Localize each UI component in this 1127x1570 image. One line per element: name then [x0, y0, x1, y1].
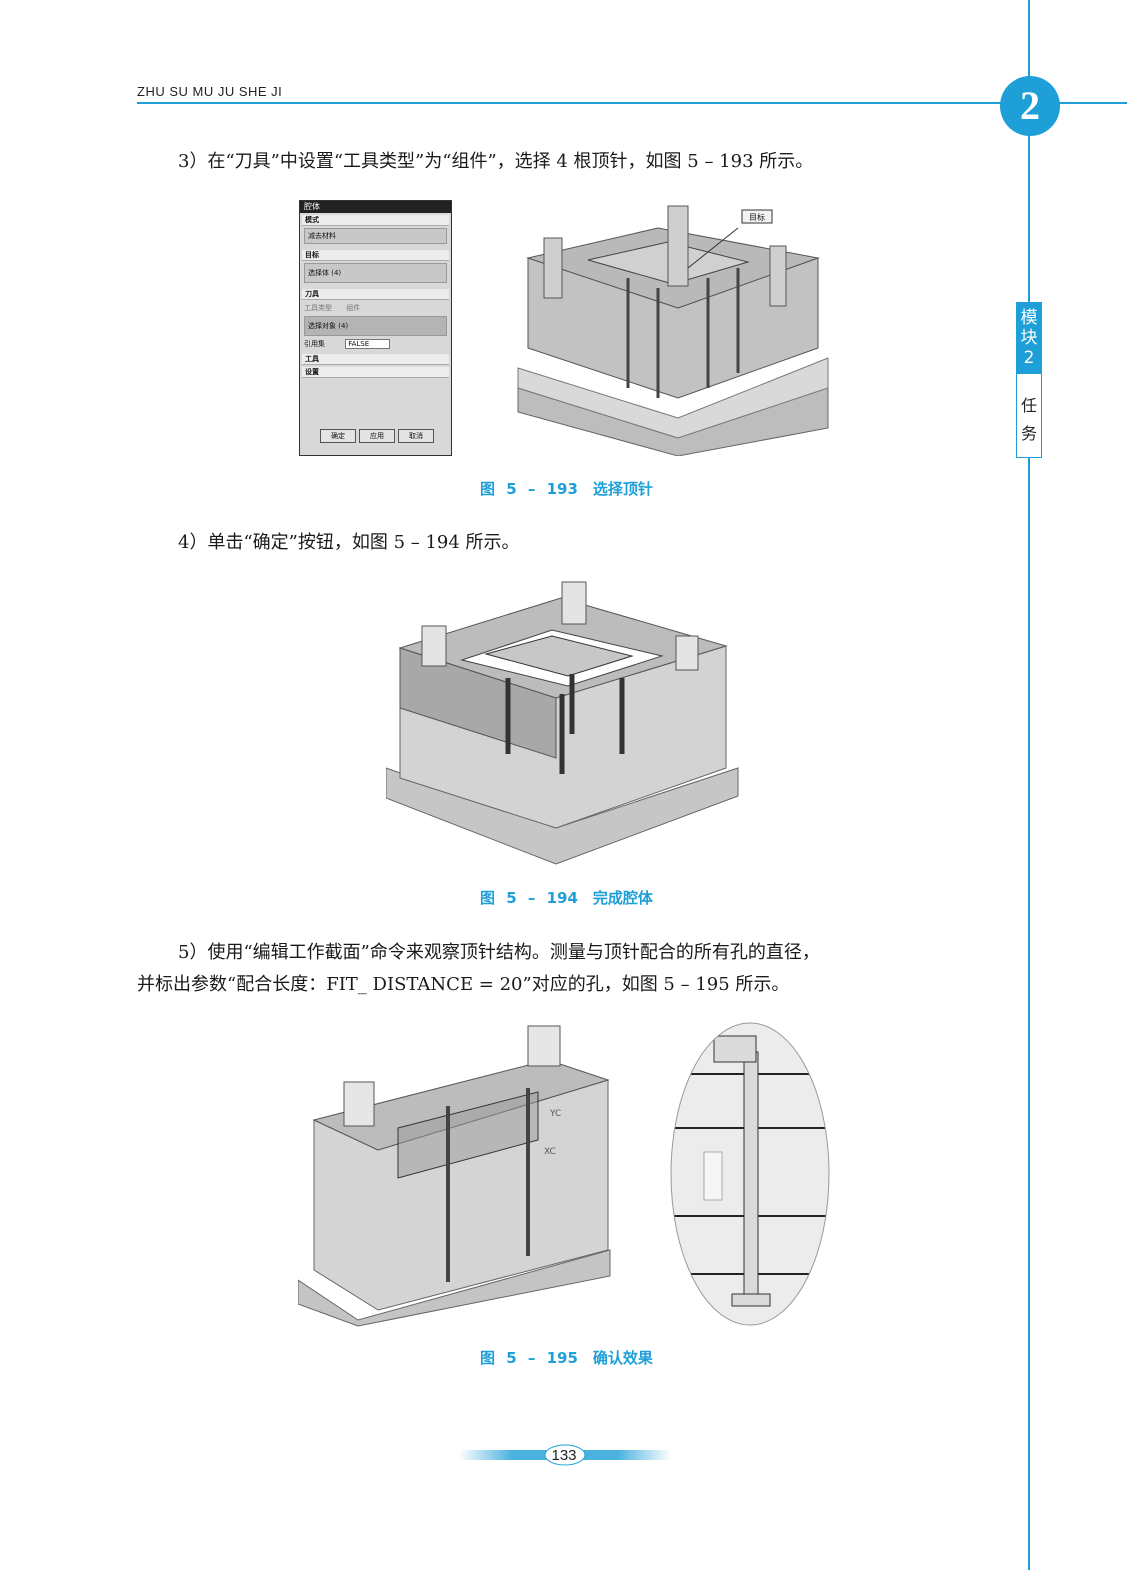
cavity-shape — [484, 635, 634, 677]
guide-pillar-shape — [421, 625, 447, 667]
guide-pillar-shape — [343, 1081, 375, 1127]
refset-label: 引用集 — [304, 340, 325, 348]
step-3-text: 3）在“刀具”中设置“工具类型”为“组件”，选择 4 根顶针，如图 5 – 19… — [178, 151, 814, 172]
figure-195-caption: 图 5 – 195 确认效果 — [480, 1349, 653, 1367]
figure-193-caption: 图 5 – 193 选择顶针 — [480, 480, 653, 498]
guide-pillar-shape — [769, 245, 787, 307]
dialog-buttons: 确定应用取消 — [320, 429, 437, 443]
mode-select[interactable]: 减去材料 — [304, 228, 447, 244]
side-tab-char: 2 — [1023, 348, 1035, 368]
dialog-section-settings[interactable]: 设置 — [302, 367, 449, 378]
dialog-title: 腔体 — [300, 201, 451, 213]
tool-type-select[interactable]: 组件 — [346, 304, 361, 312]
cavity-dialog: 腔体 模式 减去材料 目标 选择体 (4) 刀具 工具类型 组件 选择对象 (4… — [299, 200, 452, 456]
ejector-pin-shape — [743, 1051, 759, 1305]
select-object-field[interactable]: 选择对象 (4) — [304, 316, 447, 336]
hole-shape — [703, 1151, 723, 1201]
refset-row: 引用集 FALSE — [304, 338, 447, 350]
ok-button[interactable]: 确定 — [320, 429, 356, 443]
figure-194-caption: 图 5 – 194 完成腔体 — [480, 889, 653, 907]
target-tag: 目标 — [749, 212, 765, 222]
side-tab-task: 任 务 — [1016, 386, 1042, 458]
guide-pillar-shape — [675, 635, 699, 671]
target-leader-line — [687, 227, 739, 269]
pin-top-shape — [713, 1035, 757, 1063]
target-select-body[interactable]: 选择体 (4) — [304, 263, 447, 283]
plate-side-shape — [399, 647, 557, 759]
margin-rule — [1028, 0, 1030, 1570]
mold-pins-figure: 目标 — [517, 205, 829, 456]
guide-pillar-shape — [667, 205, 689, 287]
yc-axis-label: YC — [549, 1109, 561, 1119]
guide-pillar-shape — [561, 581, 587, 625]
side-tab-char: 块 — [1020, 328, 1038, 348]
dialog-section-target: 目标 — [302, 250, 449, 261]
side-tab-module: 模 块 2 — [1016, 302, 1042, 374]
side-tab-char: 任 — [1020, 396, 1037, 415]
dialog-section-mode: 模式 — [302, 215, 449, 226]
step-5-text-line-2: 并标出参数“配合长度：FIT_ DISTANCE = 20”对应的孔，如图 5 … — [137, 974, 790, 995]
guide-pillar-shape — [527, 1025, 561, 1067]
refset-select[interactable]: FALSE — [345, 339, 391, 349]
step-4-text: 4）单击“确定”按钮，如图 5 – 194 所示。 — [178, 532, 520, 553]
apply-button[interactable]: 应用 — [359, 429, 395, 443]
section-view-figure: YC XC — [298, 1025, 611, 1327]
cavity-shape — [397, 1091, 539, 1179]
guide-pillar-shape — [543, 237, 563, 299]
dialog-section-tools[interactable]: 工具 — [302, 354, 449, 365]
header-rule — [137, 102, 1127, 104]
mold-top-shape — [312, 1059, 610, 1151]
xc-axis-label: XC — [544, 1147, 556, 1157]
side-tab-char: 模 — [1020, 308, 1038, 328]
target-tag-box — [741, 209, 773, 224]
cancel-button[interactable]: 取消 — [398, 429, 434, 443]
page-number-ornament — [459, 1444, 671, 1466]
completed-cavity-figure — [386, 581, 739, 865]
chapter-badge: 2 — [1000, 76, 1060, 136]
plate-top-shape — [517, 357, 829, 439]
zoom-outline — [670, 1022, 830, 1326]
pin-head-shape — [731, 1293, 771, 1307]
page-number: 133 — [551, 1447, 577, 1464]
running-title: ZHU SU MU JU SHE JI — [137, 84, 283, 99]
clamp-plate-shape — [298, 1249, 611, 1327]
tool-type-label: 工具类型 — [304, 304, 332, 312]
tool-type-row: 工具类型 组件 — [304, 302, 447, 314]
side-tab-char: 务 — [1020, 424, 1037, 443]
zoom-detail-figure — [670, 1022, 830, 1326]
step-5-text-line-1: 5）使用“编辑工作截面”命令来观察顶针结构。测量与顶针配合的所有孔的直径， — [178, 942, 820, 963]
dialog-section-tool: 刀具 — [302, 289, 449, 300]
